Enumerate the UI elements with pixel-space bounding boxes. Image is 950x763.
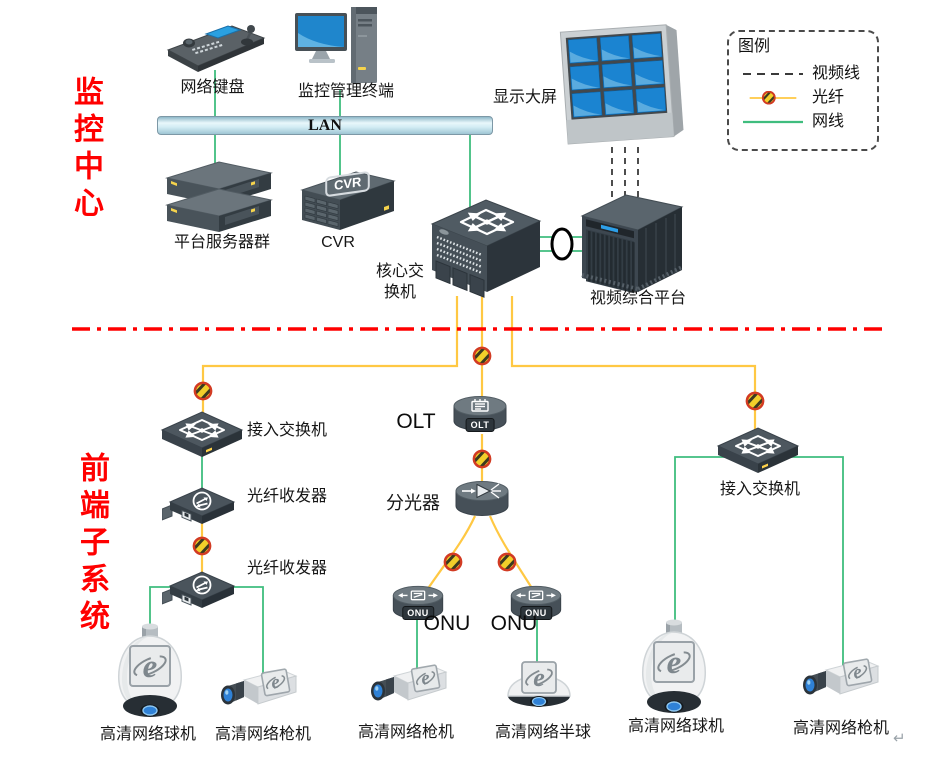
label-cam-bullet-mid: 高清网络枪机 <box>357 724 454 741</box>
label-access-switch-left: 接入交换机 <box>247 422 328 439</box>
fiber-splitter-onuR <box>488 515 534 591</box>
fiber-splitter-onuL <box>426 515 476 591</box>
access-switch-right-device <box>716 424 800 480</box>
label-fiber-transceiver-2: 光纤收发器 <box>247 560 328 577</box>
splitter-device <box>454 478 510 520</box>
camera-logo: e <box>269 671 282 694</box>
label-onu-left: ONU <box>423 612 471 635</box>
label-core-switch: 核心交 换机 <box>375 263 424 301</box>
camera-logo: e <box>419 667 432 690</box>
label-network-keyboard: 网络键盘 <box>180 79 245 96</box>
fiber-core-left-branch <box>201 296 459 420</box>
label-fiber-transceiver-1: 光纤收发器 <box>247 488 328 505</box>
camera-logo: e <box>142 649 158 685</box>
legend-row-network-line: 网线 <box>741 114 844 130</box>
display-wall-device <box>556 12 688 152</box>
network-line-sample-icon <box>743 120 803 124</box>
label-cam-minidome-mid: 高清网络半球 <box>494 724 591 741</box>
legend-label-video-line: 视频线 <box>812 65 861 82</box>
label-cam-dome-right: 高清网络球机 <box>627 718 724 735</box>
olt-device-badge: OLT <box>465 418 495 432</box>
fiber-beads <box>192 347 764 572</box>
video-platform-device <box>580 190 684 302</box>
label-display-wall: 显示大屏 <box>492 89 557 106</box>
bullet-camera-right: e <box>800 654 882 710</box>
legend-row-video-line: 视频线 <box>741 66 860 82</box>
label-onu-right: ONU <box>490 612 538 635</box>
lan-label: LAN <box>308 116 342 134</box>
legend-row-fiber-line: 光纤 <box>741 90 844 106</box>
management-terminal-device <box>294 5 380 91</box>
dome-camera-right: e <box>634 618 716 718</box>
fiber-core-right-branch <box>510 296 757 436</box>
dome-camera-left: e <box>110 622 192 722</box>
legend-box: 图例 视频线 光纤 网线 <box>727 30 879 151</box>
label-olt: OLT <box>396 410 436 433</box>
paragraph-return-mark: ↵ <box>893 730 906 747</box>
onu-left-badge: ONU <box>402 606 434 620</box>
legend-label-fiber-line: 光纤 <box>812 89 845 106</box>
label-server-cluster: 平台服务器群 <box>173 234 270 251</box>
bullet-camera-middle: e <box>368 660 450 716</box>
fiber-transceiver-1-device <box>162 482 242 528</box>
bullet-camera-left: e <box>218 664 300 720</box>
lan-bus: LAN <box>157 116 493 135</box>
label-cvr: CVR <box>321 234 355 251</box>
core-switch-device <box>430 194 542 306</box>
label-cam-dome-left: 高清网络球机 <box>99 726 196 743</box>
label-splitter: 分光器 <box>386 493 440 513</box>
camera-logo: e <box>851 661 864 684</box>
label-mgmt-terminal: 监控管理终端 <box>297 83 394 100</box>
onu-right-badge: ONU <box>520 606 552 620</box>
fiber-line-sample-icon <box>749 91 797 105</box>
label-access-switch-right: 接入交换机 <box>719 481 800 498</box>
onu-left-device: ONU <box>390 584 446 622</box>
fiber-transceiver-2-device <box>162 566 242 612</box>
link-aggregation-symbol <box>550 227 574 261</box>
legend-title: 图例 <box>738 38 771 55</box>
minidome-camera-middle: e <box>504 656 574 714</box>
onu-right-device: ONU <box>508 584 564 622</box>
camera-logo: e <box>533 663 545 692</box>
label-cam-bullet-right: 高清网络枪机 <box>792 720 889 737</box>
legend-label-network-line: 网线 <box>812 113 845 130</box>
section-title-frontend-subsystem: 前端子系统 <box>75 452 108 637</box>
access-switch-left-device <box>160 408 244 464</box>
video-line-sample-icon <box>743 73 803 75</box>
network-keyboard-device <box>162 16 270 74</box>
olt-device: OLT <box>452 394 508 434</box>
camera-logo: e <box>666 645 682 681</box>
label-video-platform: 视频综合平台 <box>589 290 686 307</box>
label-cam-bullet-left: 高清网络枪机 <box>214 726 311 743</box>
section-title-monitoring-center: 监控中心 <box>69 76 102 224</box>
server-cluster-device <box>163 160 275 238</box>
